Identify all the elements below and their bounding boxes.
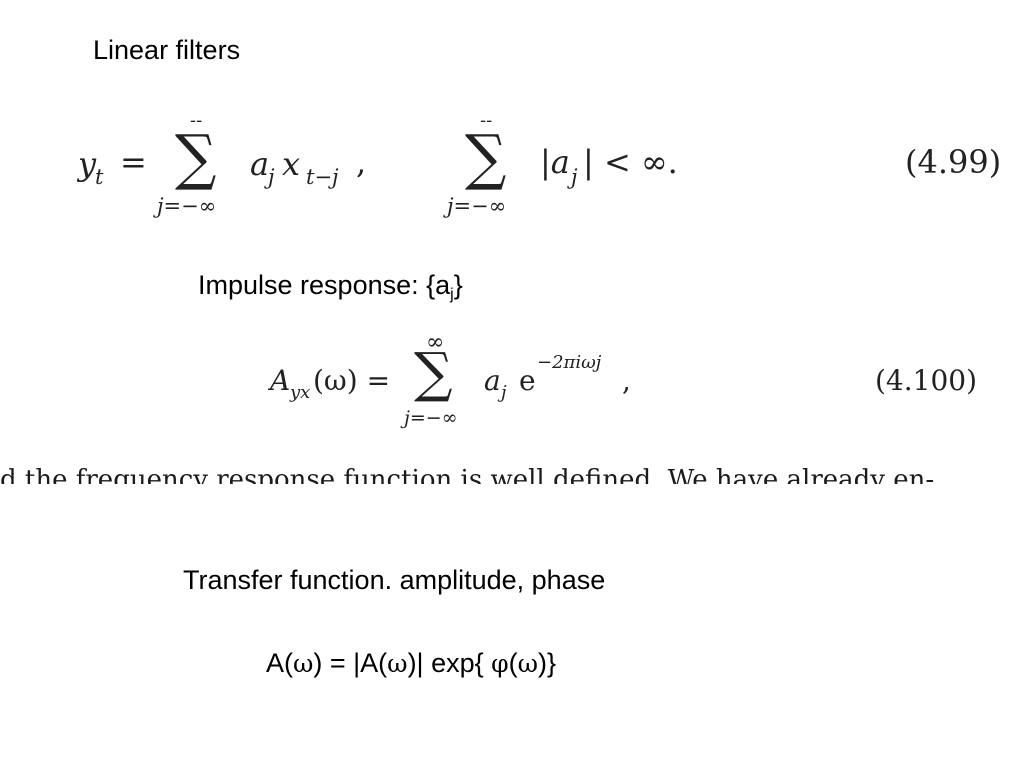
eq1-term-j: j (268, 165, 275, 189)
eq1-term-sub: t−j (306, 165, 339, 189)
transfer-function-label: Transfer function. amplitude, phase (183, 565, 606, 595)
eq2-exp-e: e (519, 364, 536, 397)
formula-phi: φ (491, 649, 509, 678)
eq2-lhs: A (270, 364, 291, 397)
impulse-response-text: Impulse response: {a (198, 270, 451, 300)
eq1-lhs-y: y (78, 145, 97, 183)
amplitude-phase-formula: A(ω) = |A(ω)| exp{ φ(ω)} (266, 648, 556, 679)
eq1-sum1-bottom: j=−∞ (157, 194, 217, 218)
formula-a: A( (266, 648, 293, 678)
eq1-comma: , (356, 143, 367, 181)
eq1-sum2-bottom: j=−∞ (447, 194, 507, 218)
eq2-sum-top: ∞ (426, 330, 445, 355)
formula-mid: ) = |A( (313, 648, 388, 678)
eq1-equals: = (120, 143, 147, 181)
equation-4-99: y t = -- ∑ j=−∞ a j x t−j , -- ∑ j=−∞ |a… (0, 110, 1024, 230)
eq2-term-a: a (484, 364, 501, 397)
eq1-sum1-symbol: ∑ (175, 121, 217, 193)
eq1-sum1-top: -- (190, 110, 203, 131)
eq1-term-x: x (282, 145, 301, 183)
slide-title: Linear filters (93, 35, 241, 65)
eq2-sum-bottom: j=−∞ (404, 407, 458, 429)
eq1-term-a: a (250, 145, 270, 183)
eq2-exp-power: −2πiωj (537, 352, 602, 373)
impulse-response-close: } (453, 270, 463, 300)
formula-exp: )| exp{ (407, 648, 492, 678)
eq1-sum2-symbol: ∑ (465, 121, 507, 193)
eq1-abs-open: |a (540, 143, 570, 181)
eq2-comma: , (622, 364, 631, 397)
eq1-abs-close: | < ∞. (583, 143, 678, 181)
formula-omega-3: ω (517, 649, 539, 678)
cropped-text-line: d the frequency response function is wel… (0, 465, 935, 484)
equation-4-100: A yx (ω) = ∞ ∑ j=−∞ a j e −2πiωj , (4.10… (0, 330, 1024, 440)
eq1-abs-sub: j (571, 165, 578, 189)
eq2-lhs-sub: yx (290, 382, 311, 403)
eq1-sum2-top: -- (480, 110, 493, 131)
formula-omega-1: ω (293, 649, 314, 678)
eq1-number: (4.99) (905, 143, 1002, 181)
impulse-response-subscript: j (450, 286, 454, 303)
impulse-response-label: Impulse response: {aj} (198, 270, 463, 304)
eq2-sum-symbol: ∑ (414, 341, 453, 404)
formula-open-paren: ( (508, 648, 518, 678)
formula-close: )} (538, 648, 557, 678)
eq1-lhs-t: t (95, 165, 104, 189)
eq2-lhs-arg: (ω) = (313, 364, 391, 397)
eq2-number: (4.100) (875, 364, 978, 397)
eq2-term-j: j (501, 382, 507, 403)
formula-omega-2: ω (387, 649, 408, 678)
